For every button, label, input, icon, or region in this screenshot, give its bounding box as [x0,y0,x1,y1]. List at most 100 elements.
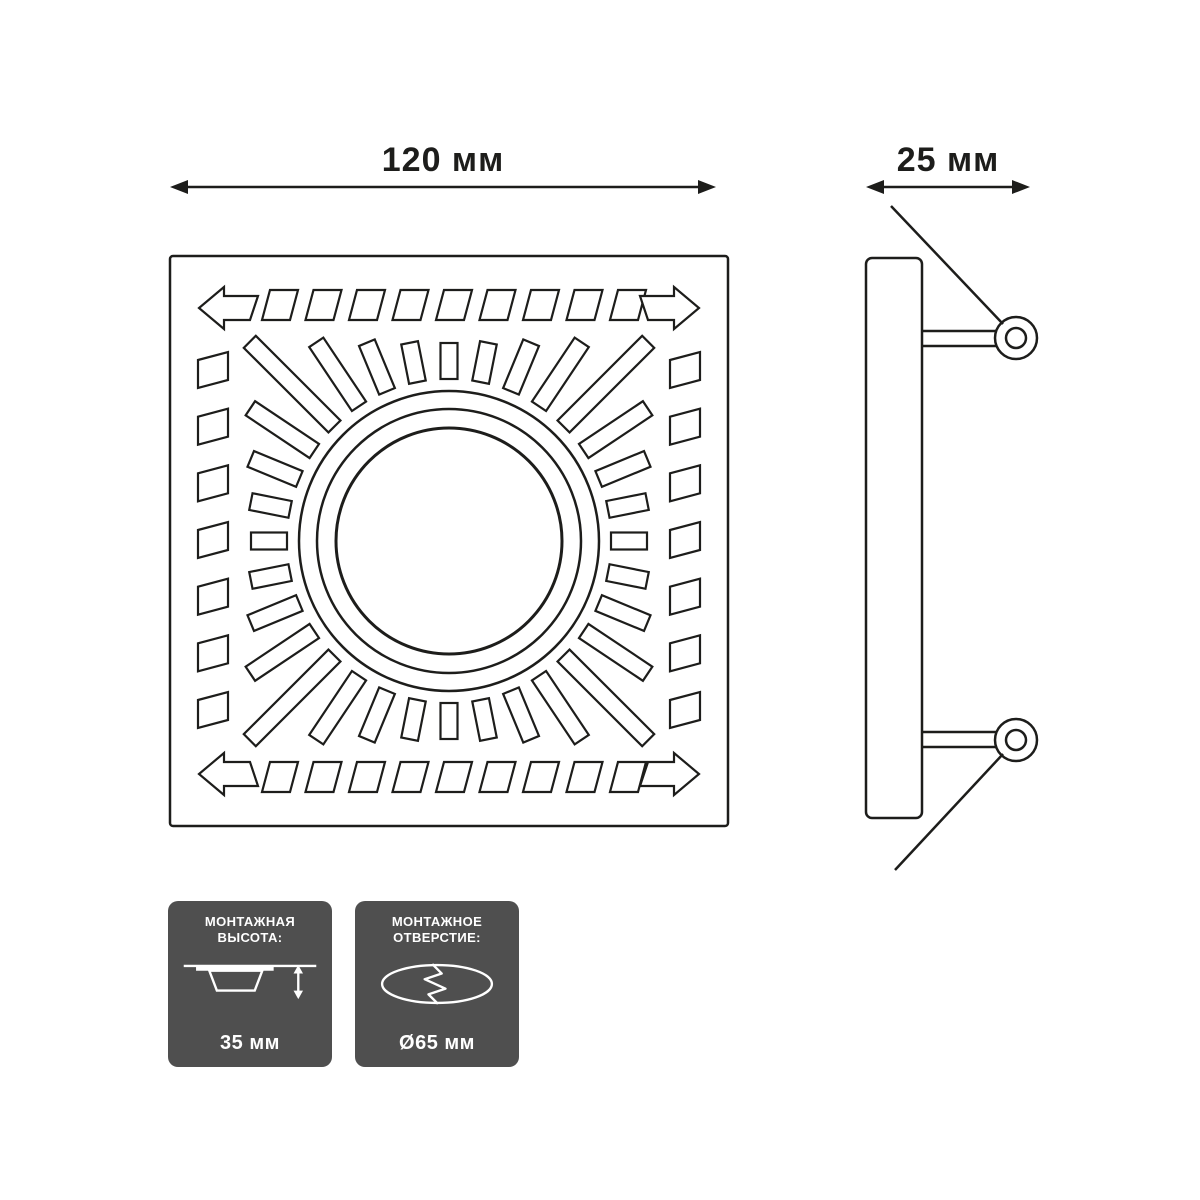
radial-slot [246,593,305,633]
perimeter-slot [434,760,474,794]
corner-arrow [638,284,701,332]
perimeter-slot [478,760,517,794]
radial-slot [530,336,591,413]
radial-slot [604,491,651,520]
perimeter-slot [196,577,230,617]
perimeter-slot [196,520,230,560]
top-spring-arm [890,205,1004,325]
bottom-spring-coil-inner [1004,728,1028,752]
radial-slot [242,334,343,435]
radial-slot [555,334,656,435]
top-spring-coil-outer [993,315,1039,361]
mounting-hole-badge: МОНТАЖНОЕ ОТВЕРСТИЕ: Ø65 мм [355,901,519,1067]
perimeter-slot [391,288,430,322]
perimeter-slot [196,463,230,503]
perimeter-slot [347,760,387,794]
radial-slot [530,669,591,746]
perimeter-slot [196,633,230,673]
radial-slot [439,341,459,381]
perimeter-slot [347,288,387,322]
radial-slot [577,399,654,460]
radial-slot [244,399,321,460]
arrowhead-left-icon [170,180,188,194]
badge-title: МОНТАЖНОЕ ОТВЕРСТИЕ: [392,914,482,947]
perimeter-slot [608,288,648,322]
radial-slot [439,701,459,741]
bottom-spring-arm [894,753,1004,871]
corner-arrow-pattern [197,284,701,798]
perimeter-slot [668,577,702,617]
perimeter-slot [565,288,604,322]
perimeter-slot [196,690,230,730]
perimeter-slot [668,463,702,503]
perimeter-slot [304,288,343,322]
radial-slot [247,562,294,591]
mounting-height-badge: МОНТАЖНАЯ ВЫСОТА: 35 мм [168,901,332,1067]
lamp-ring-middle [315,407,583,675]
bottom-spring-coil-outer [993,717,1039,763]
side-view [864,205,1039,871]
perimeter-slot [521,760,561,794]
radial-slot [501,338,541,397]
radial-slot [247,491,294,520]
mounting-height-icon [183,964,317,999]
radial-slot [244,622,321,683]
corner-arrow [197,750,260,798]
badge-value: Ø65 мм [399,1032,475,1054]
arrowhead-right-icon [1012,180,1030,194]
radial-slot [399,339,428,386]
perimeter-slot [391,760,430,794]
mounting-hole-icon [380,962,494,1005]
radial-slot [242,647,343,748]
perimeter-slot [608,760,648,794]
perimeter-slot [196,350,230,390]
badge-title-line: ОТВЕРСТИЕ: [393,930,481,946]
perimeter-slot [260,760,300,794]
top-spring-coil-inner [1004,326,1028,350]
radial-slot [307,336,368,413]
radial-slot [357,685,397,744]
perimeter-slot [668,350,702,390]
radial-slot [593,593,652,633]
perimeter-slot [668,520,702,560]
corner-arrow [638,750,701,798]
radial-slot [609,531,649,551]
perimeter-slot [434,288,474,322]
radial-slot [357,338,397,397]
front-view [168,254,730,828]
arrowhead-right-icon [698,180,716,194]
radial-slot [501,685,541,744]
radial-slot [593,449,652,489]
perimeter-slot [668,633,702,673]
perimeter-slot [196,407,230,447]
radial-slot [555,647,656,748]
perimeter-slot [668,690,702,730]
radial-slot [249,531,289,551]
dimension-width: 120 мм [170,141,716,194]
badge-title-line: ВЫСОТА: [217,930,283,946]
corner-arrow [197,284,260,332]
lamp-opening [334,426,564,656]
radial-slot [470,339,499,386]
arrowhead-left-icon [866,180,884,194]
dimension-depth: 25 мм [866,141,1030,194]
radial-slot [307,669,368,746]
side-body-outline [864,256,924,820]
perimeter-slot [521,288,561,322]
perimeter-slot [260,288,300,322]
radial-slot [577,622,654,683]
dimension-width-label: 120 мм [382,141,504,179]
perimeter-slot [478,288,517,322]
lamp-ring-outer [297,389,601,693]
radial-slot [470,696,499,743]
radial-slot [604,562,651,591]
badge-title: МОНТАЖНАЯ ВЫСОТА: [205,914,295,947]
radial-slot [399,696,428,743]
badge-value: 35 мм [220,1032,280,1054]
perimeter-slot [668,407,702,447]
perimeter-slot-pattern [196,288,702,794]
dimension-depth-label: 25 мм [897,141,1000,179]
radial-slot [246,449,305,489]
